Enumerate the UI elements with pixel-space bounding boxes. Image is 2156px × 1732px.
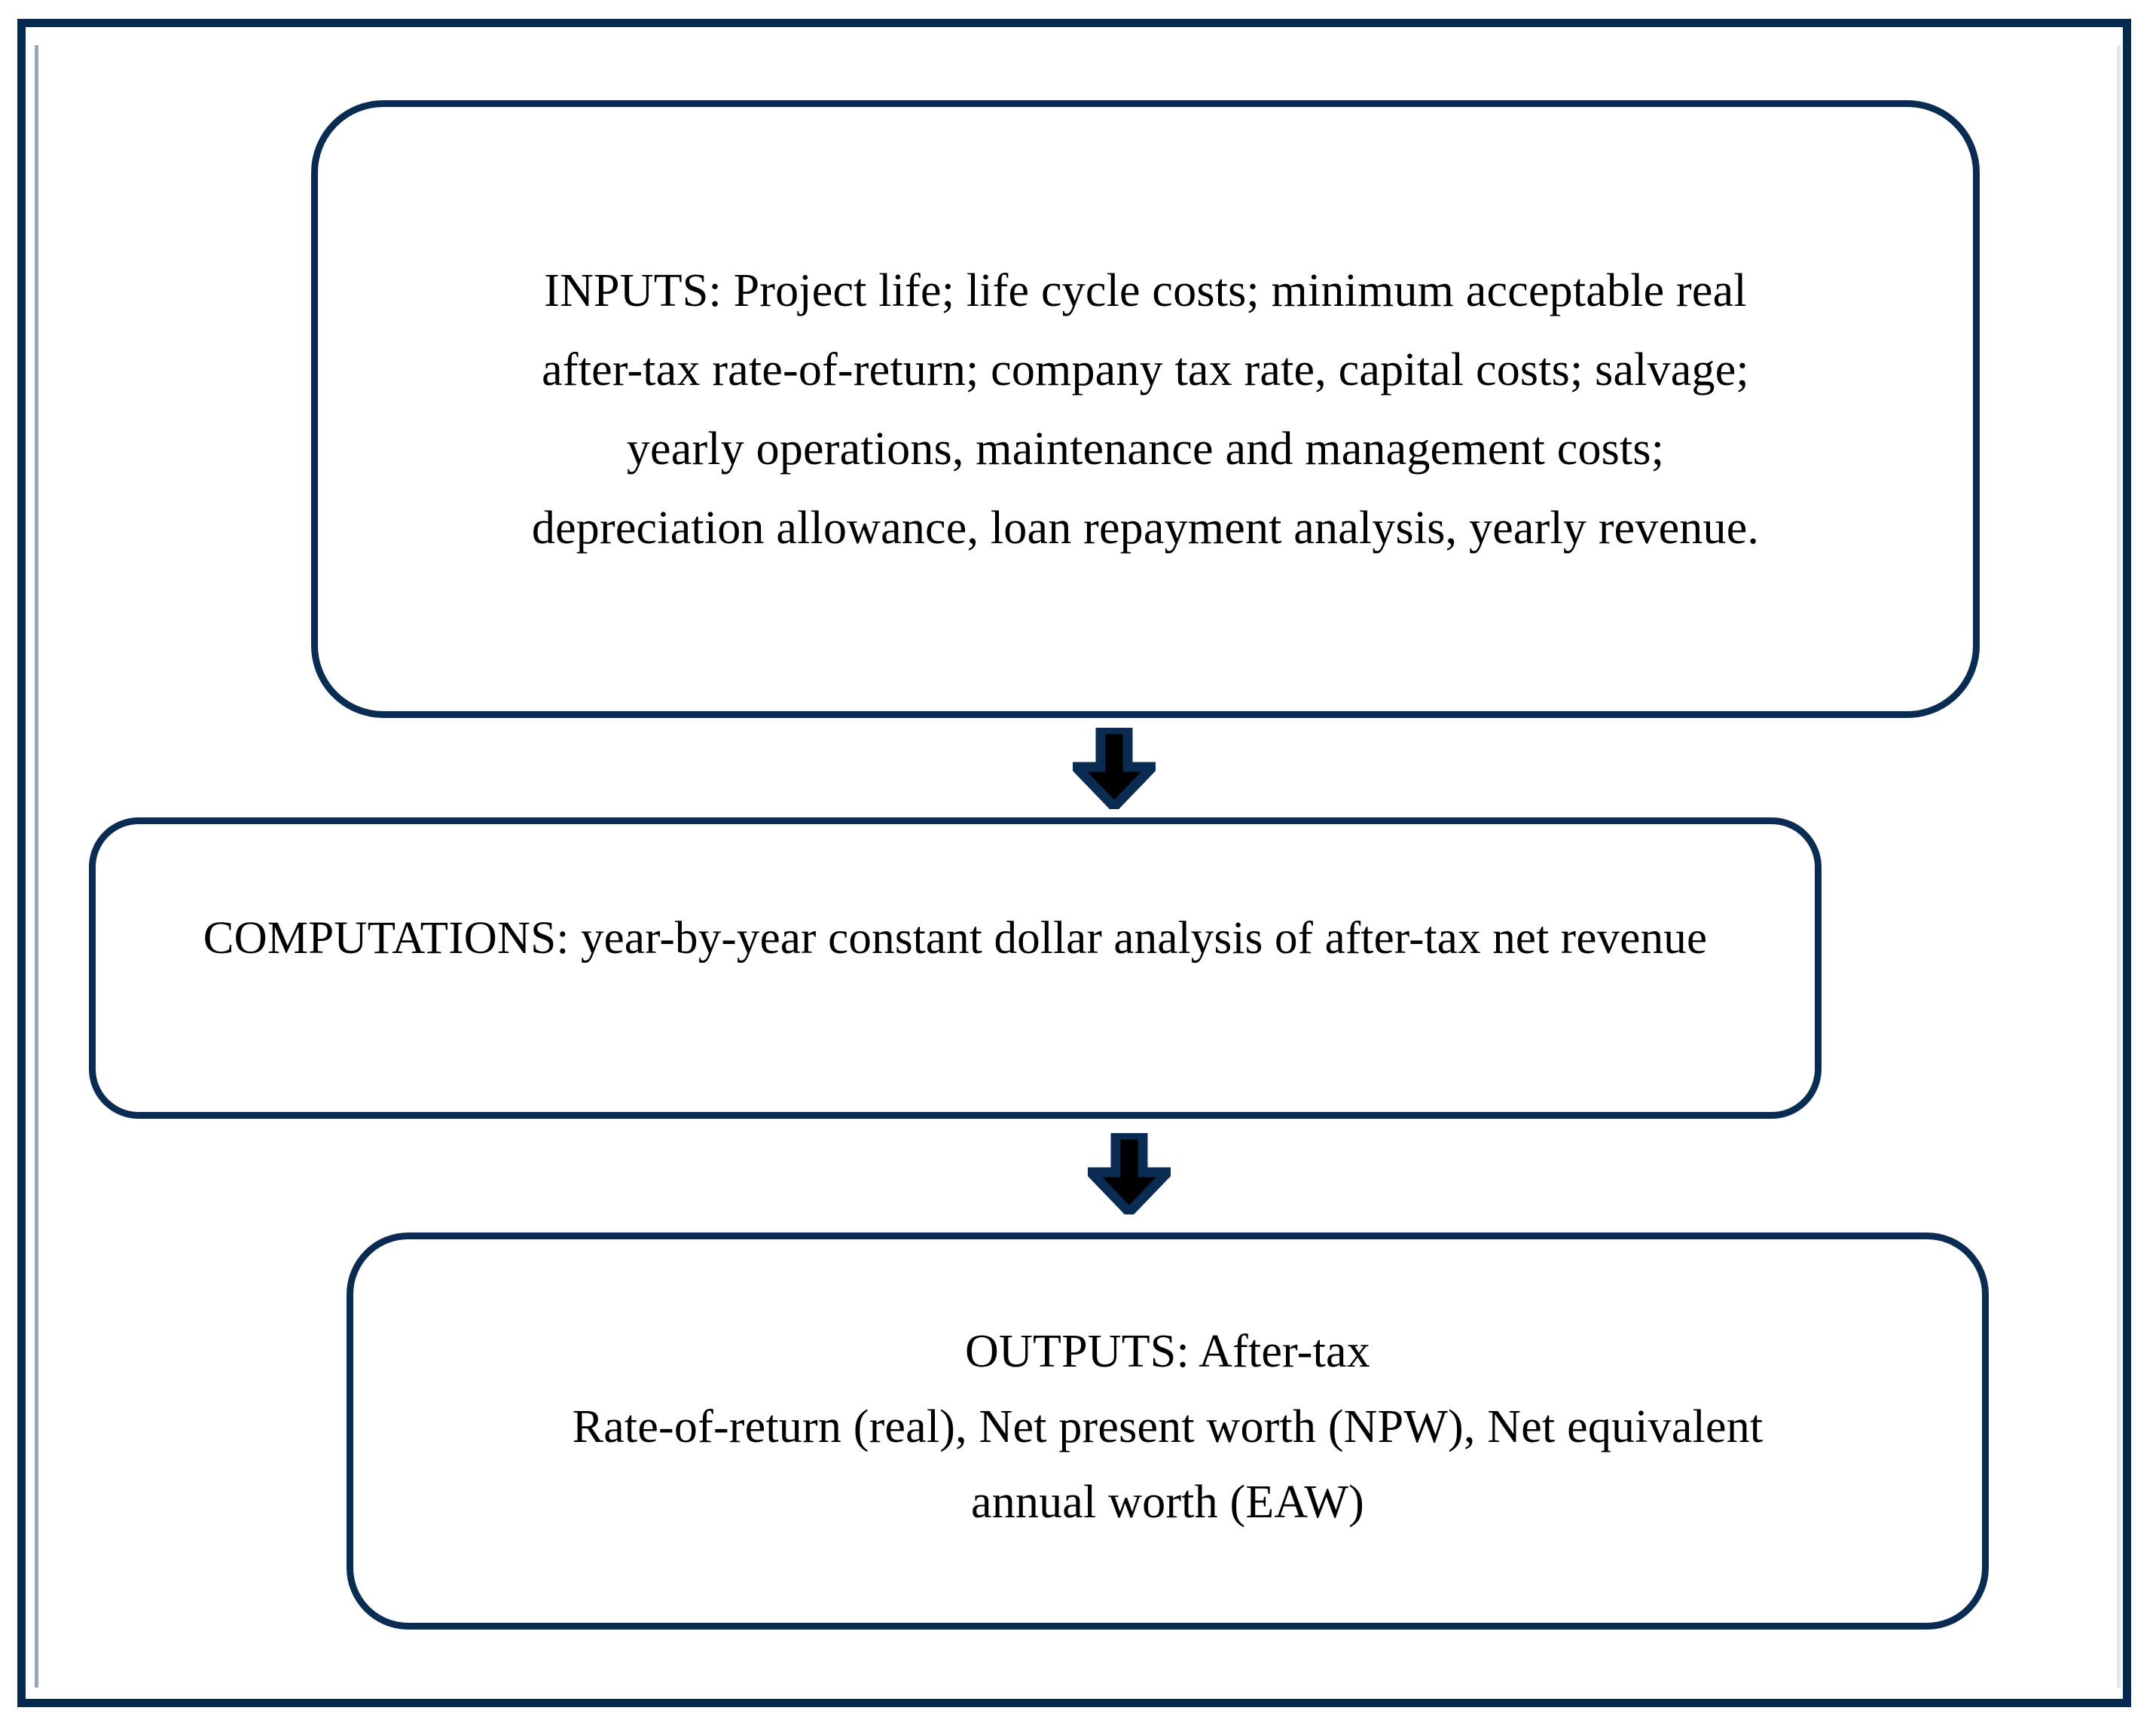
diagram-outer-frame [17, 19, 2131, 1707]
frame-shadow-right [2117, 45, 2121, 1688]
down-arrow-icon [1079, 1129, 1180, 1220]
outputs-line-3: annual worth (EAW) [970, 1476, 1364, 1528]
inputs-line-2: after-tax rate-of-return; company tax ra… [542, 344, 1749, 396]
outputs-text-stack: OUTPUTS: After-tax Rate-of-return (real)… [573, 1300, 1764, 1554]
flow-node-outputs: OUTPUTS: After-tax Rate-of-return (real)… [347, 1233, 1989, 1630]
outputs-line-1: OUTPUTS: After-tax [965, 1325, 1370, 1377]
inputs-line-4: depreciation allowance, loan repayment a… [531, 502, 1760, 554]
inputs-line-3: yearly operations, maintenance and manag… [626, 423, 1665, 475]
computations-line-1: COMPUTATIONS: year-by-year constant doll… [203, 912, 1708, 964]
frame-shadow-left [35, 45, 38, 1688]
computations-text-stack: COMPUTATIONS: year-by-year constant doll… [96, 915, 1815, 961]
flow-node-computations: COMPUTATIONS: year-by-year constant doll… [89, 817, 1822, 1119]
inputs-text-stack: INPUTS: Project life; life cycle costs; … [532, 254, 1759, 565]
down-arrow-icon [1064, 724, 1165, 814]
inputs-line-1: INPUTS: Project life; life cycle costs; … [544, 264, 1747, 316]
flow-node-inputs: INPUTS: Project life; life cycle costs; … [311, 100, 1980, 718]
outputs-line-2: Rate-of-return (real), Net present worth… [572, 1401, 1764, 1452]
